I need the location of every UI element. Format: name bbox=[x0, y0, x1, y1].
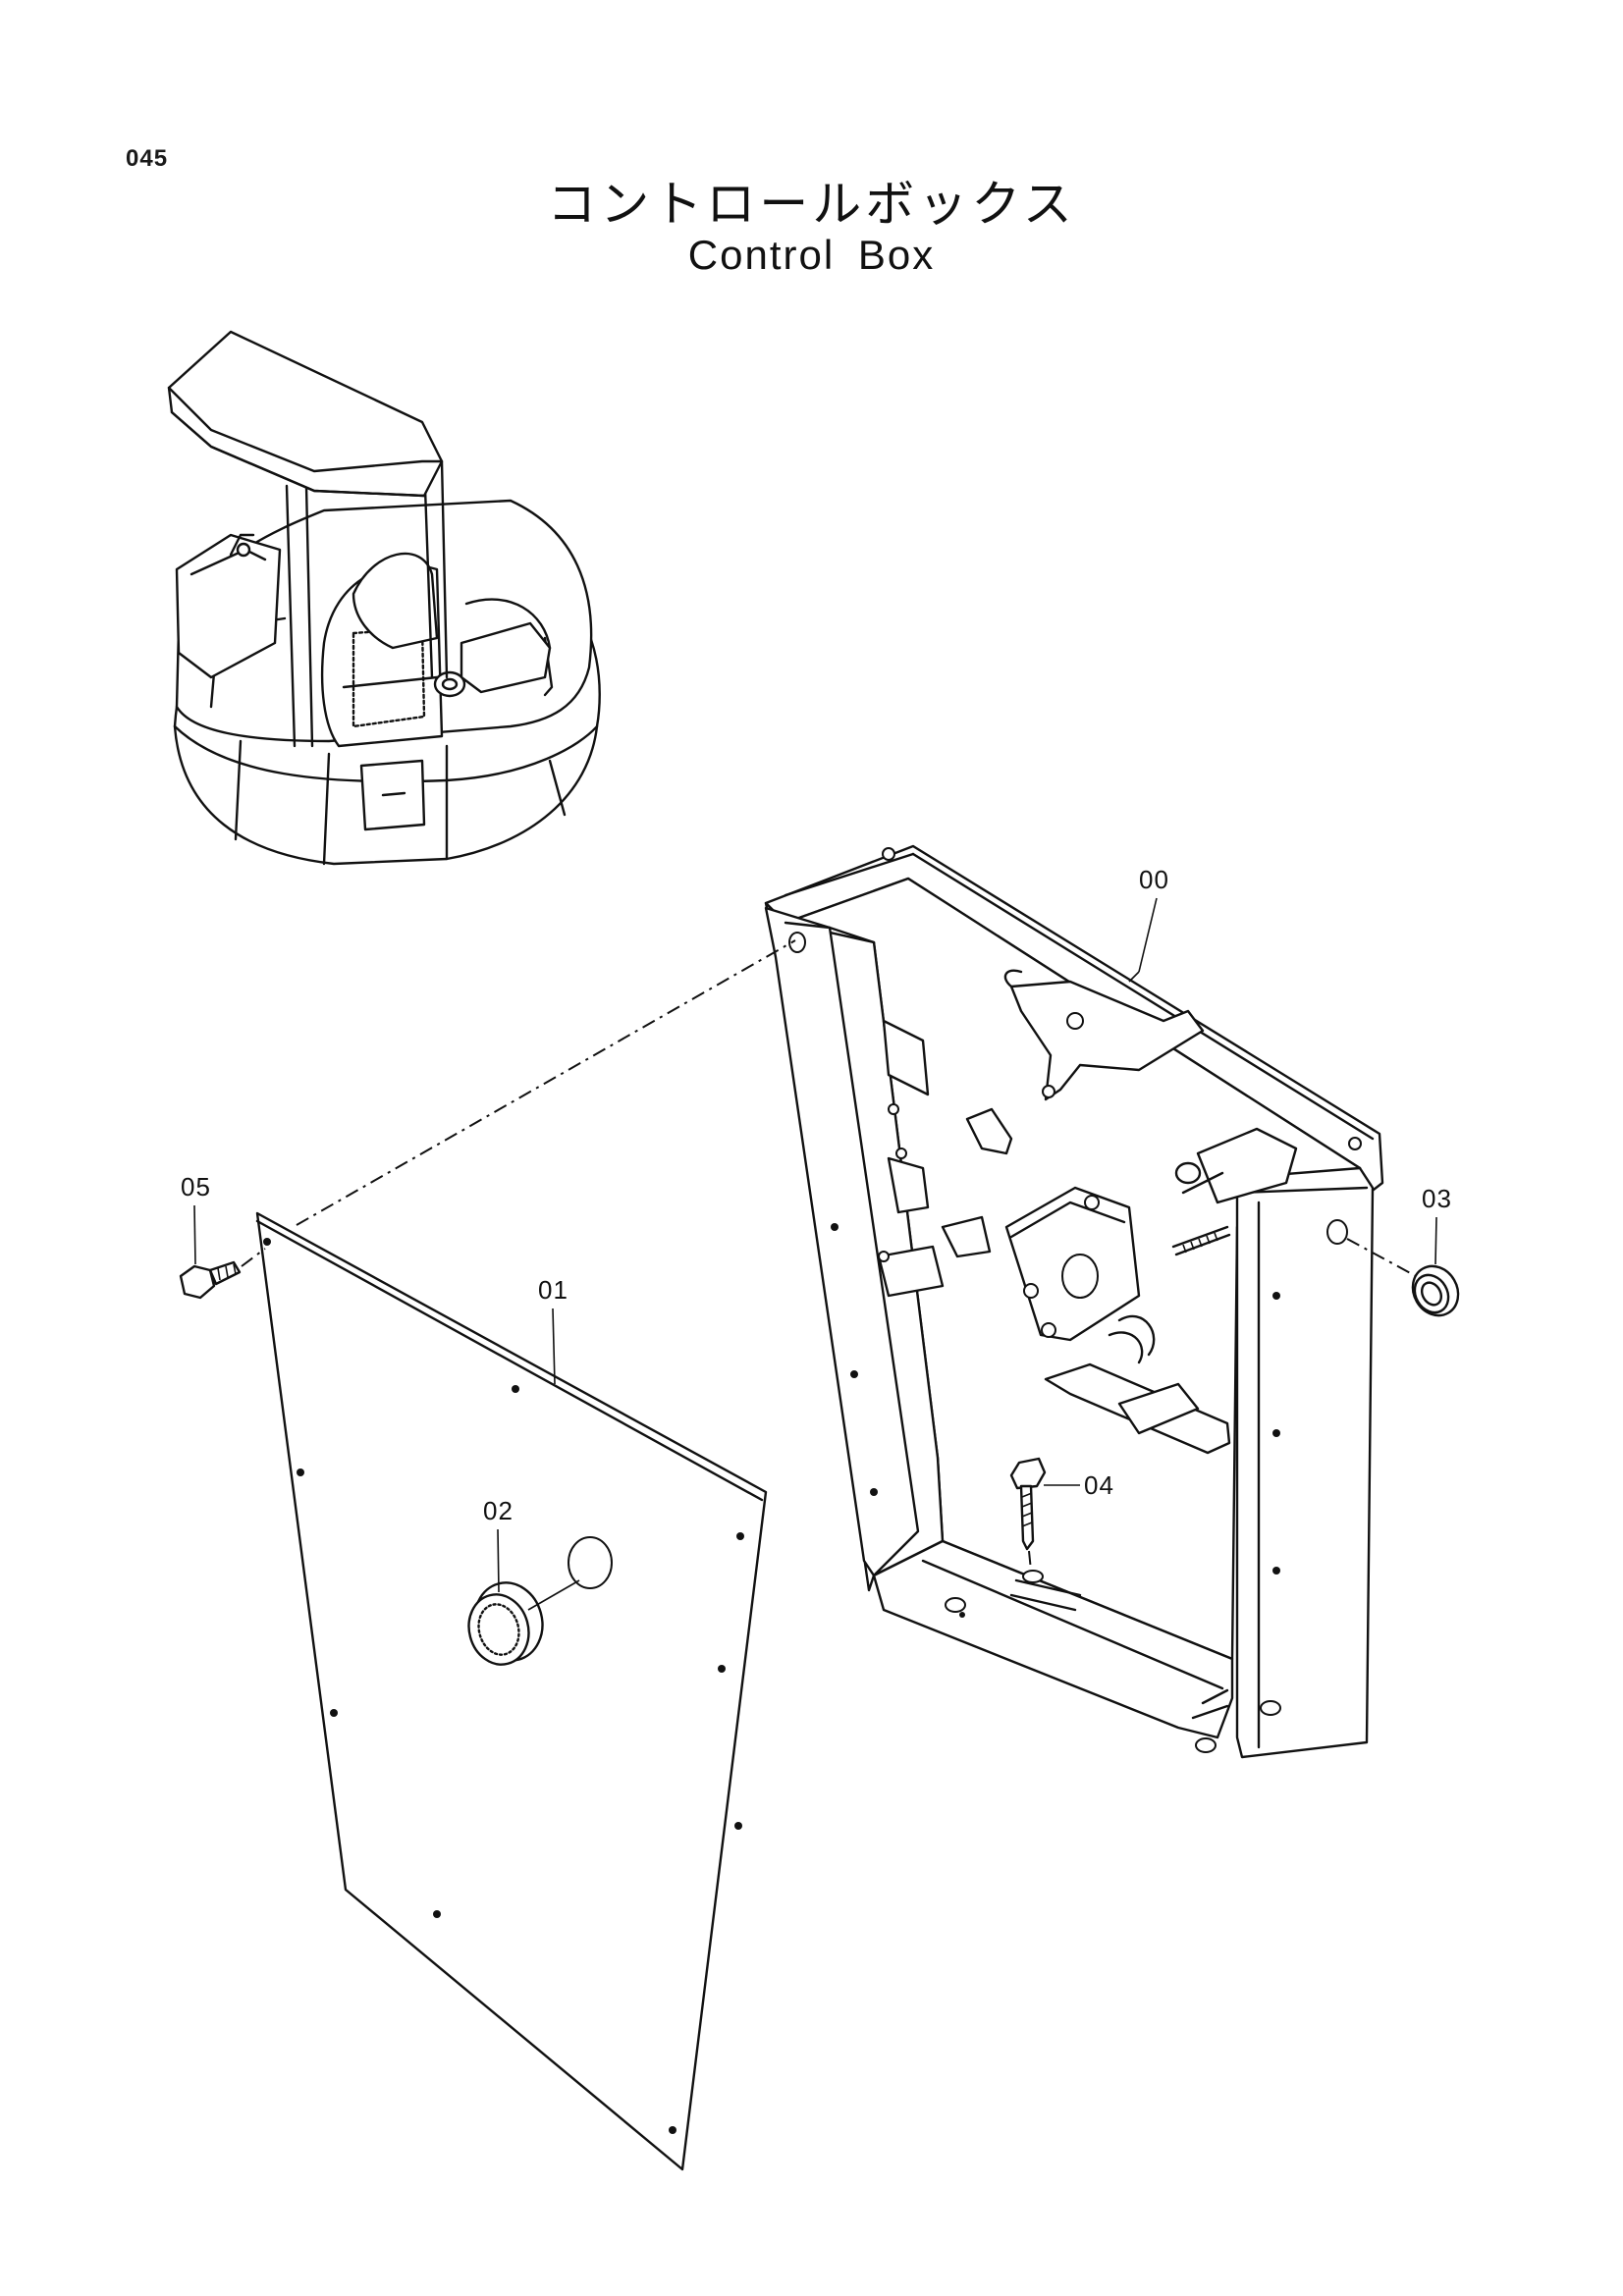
title-english: Control Box bbox=[687, 232, 936, 278]
callout-03: 03 bbox=[1422, 1184, 1452, 1213]
grommet-part-03 bbox=[1411, 1264, 1460, 1317]
callout-00: 00 bbox=[1139, 865, 1169, 894]
cover-panel bbox=[255, 1211, 768, 2171]
assembly-lines bbox=[296, 939, 1417, 1277]
callout-02: 02 bbox=[483, 1496, 514, 1525]
screw-part-05 bbox=[179, 1248, 266, 1300]
leader-lines bbox=[193, 897, 1437, 1593]
control-box-frame bbox=[764, 844, 1384, 1759]
callout-01: 01 bbox=[538, 1275, 568, 1305]
page-number: 045 bbox=[126, 145, 169, 172]
plug-part-02 bbox=[467, 1579, 580, 1666]
title-japanese: コントロールボックス bbox=[547, 176, 1076, 233]
callout-04: 04 bbox=[1084, 1470, 1114, 1500]
callout-05: 05 bbox=[181, 1172, 211, 1201]
machine-overview-illustration bbox=[167, 330, 601, 866]
screw-part-04 bbox=[1009, 1457, 1047, 1583]
